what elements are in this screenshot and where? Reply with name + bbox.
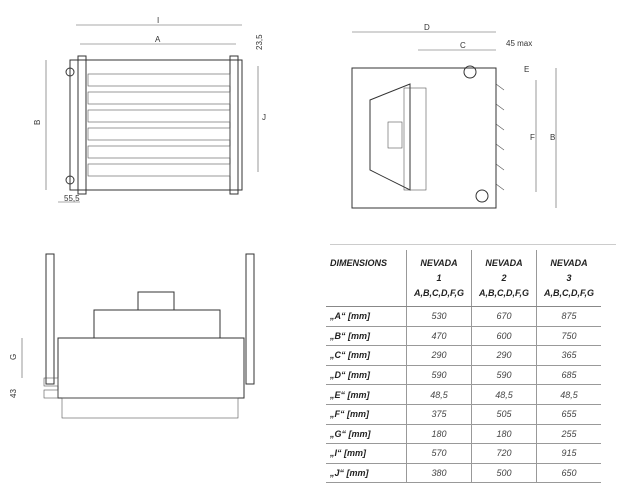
table-top-rule: [330, 244, 616, 245]
dimension-value: 180: [471, 424, 537, 445]
dimension-value: 530: [406, 306, 472, 327]
dimension-label: „J“ [mm]: [326, 463, 407, 484]
dim-label-b: B: [33, 120, 42, 125]
dim-label-i: I: [157, 16, 159, 25]
dimension-value: 255: [536, 424, 601, 445]
dim-label-55-5: 55,5: [64, 194, 80, 203]
dimension-value: 655: [536, 404, 601, 425]
dim-label-45-max: 45 max: [506, 39, 532, 48]
dim-label-a: A: [155, 35, 161, 44]
dimension-label: „F“ [mm]: [326, 404, 407, 425]
dimension-value: 590: [406, 365, 472, 386]
dimension-label: „C“ [mm]: [326, 345, 407, 366]
dim-label-b-side: B: [550, 133, 555, 142]
dimension-value: 375: [406, 404, 472, 425]
dimension-value: 505: [471, 404, 537, 425]
dim-label-j: J: [262, 113, 266, 122]
dimension-value: 290: [406, 345, 472, 366]
dim-label-23-5: 23,5: [255, 34, 264, 50]
dimension-value: 750: [536, 326, 601, 347]
bottom-view-drawing: G 43: [9, 253, 255, 419]
dimension-value: 915: [536, 443, 601, 464]
header-dimensions: DIMENSIONS: [326, 250, 407, 307]
dimension-value: 48,5: [536, 384, 601, 405]
dimension-value: 380: [406, 463, 472, 484]
dimension-value: 470: [406, 326, 472, 347]
dim-label-43: 43: [9, 389, 18, 398]
dimension-value: 48,5: [406, 384, 472, 405]
dimension-label: „G“ [mm]: [326, 424, 407, 445]
dimension-value: 720: [471, 443, 537, 464]
dimension-value: 290: [471, 345, 537, 366]
side-view-drawing: D C 45 max E F B: [351, 23, 557, 209]
dimension-value: 670: [471, 306, 537, 327]
dimension-value: 570: [406, 443, 472, 464]
dimension-label: „I“ [mm]: [326, 443, 407, 464]
dimension-label: „B“ [mm]: [326, 326, 407, 347]
dimension-value: 365: [536, 345, 601, 366]
dimension-label: „A“ [mm]: [326, 306, 407, 327]
dimension-label: „E“ [mm]: [326, 384, 407, 405]
dimension-value: 590: [471, 365, 537, 386]
dim-label-c: C: [460, 41, 466, 50]
dimension-value: 650: [536, 463, 601, 484]
front-view-drawing: I A 23,5 B J 55,5: [33, 16, 266, 203]
dimension-value: 500: [471, 463, 537, 484]
dimension-value: 48,5: [471, 384, 537, 405]
dimension-label: „D“ [mm]: [326, 365, 407, 386]
dim-label-f: F: [530, 133, 535, 142]
dimension-value: 875: [536, 306, 601, 327]
dimension-value: 600: [471, 326, 537, 347]
dim-label-d: D: [424, 23, 430, 32]
dimension-value: 685: [536, 365, 601, 386]
dim-label-g: G: [9, 354, 18, 360]
dim-label-e: E: [524, 65, 529, 74]
dimension-value: 180: [406, 424, 472, 445]
